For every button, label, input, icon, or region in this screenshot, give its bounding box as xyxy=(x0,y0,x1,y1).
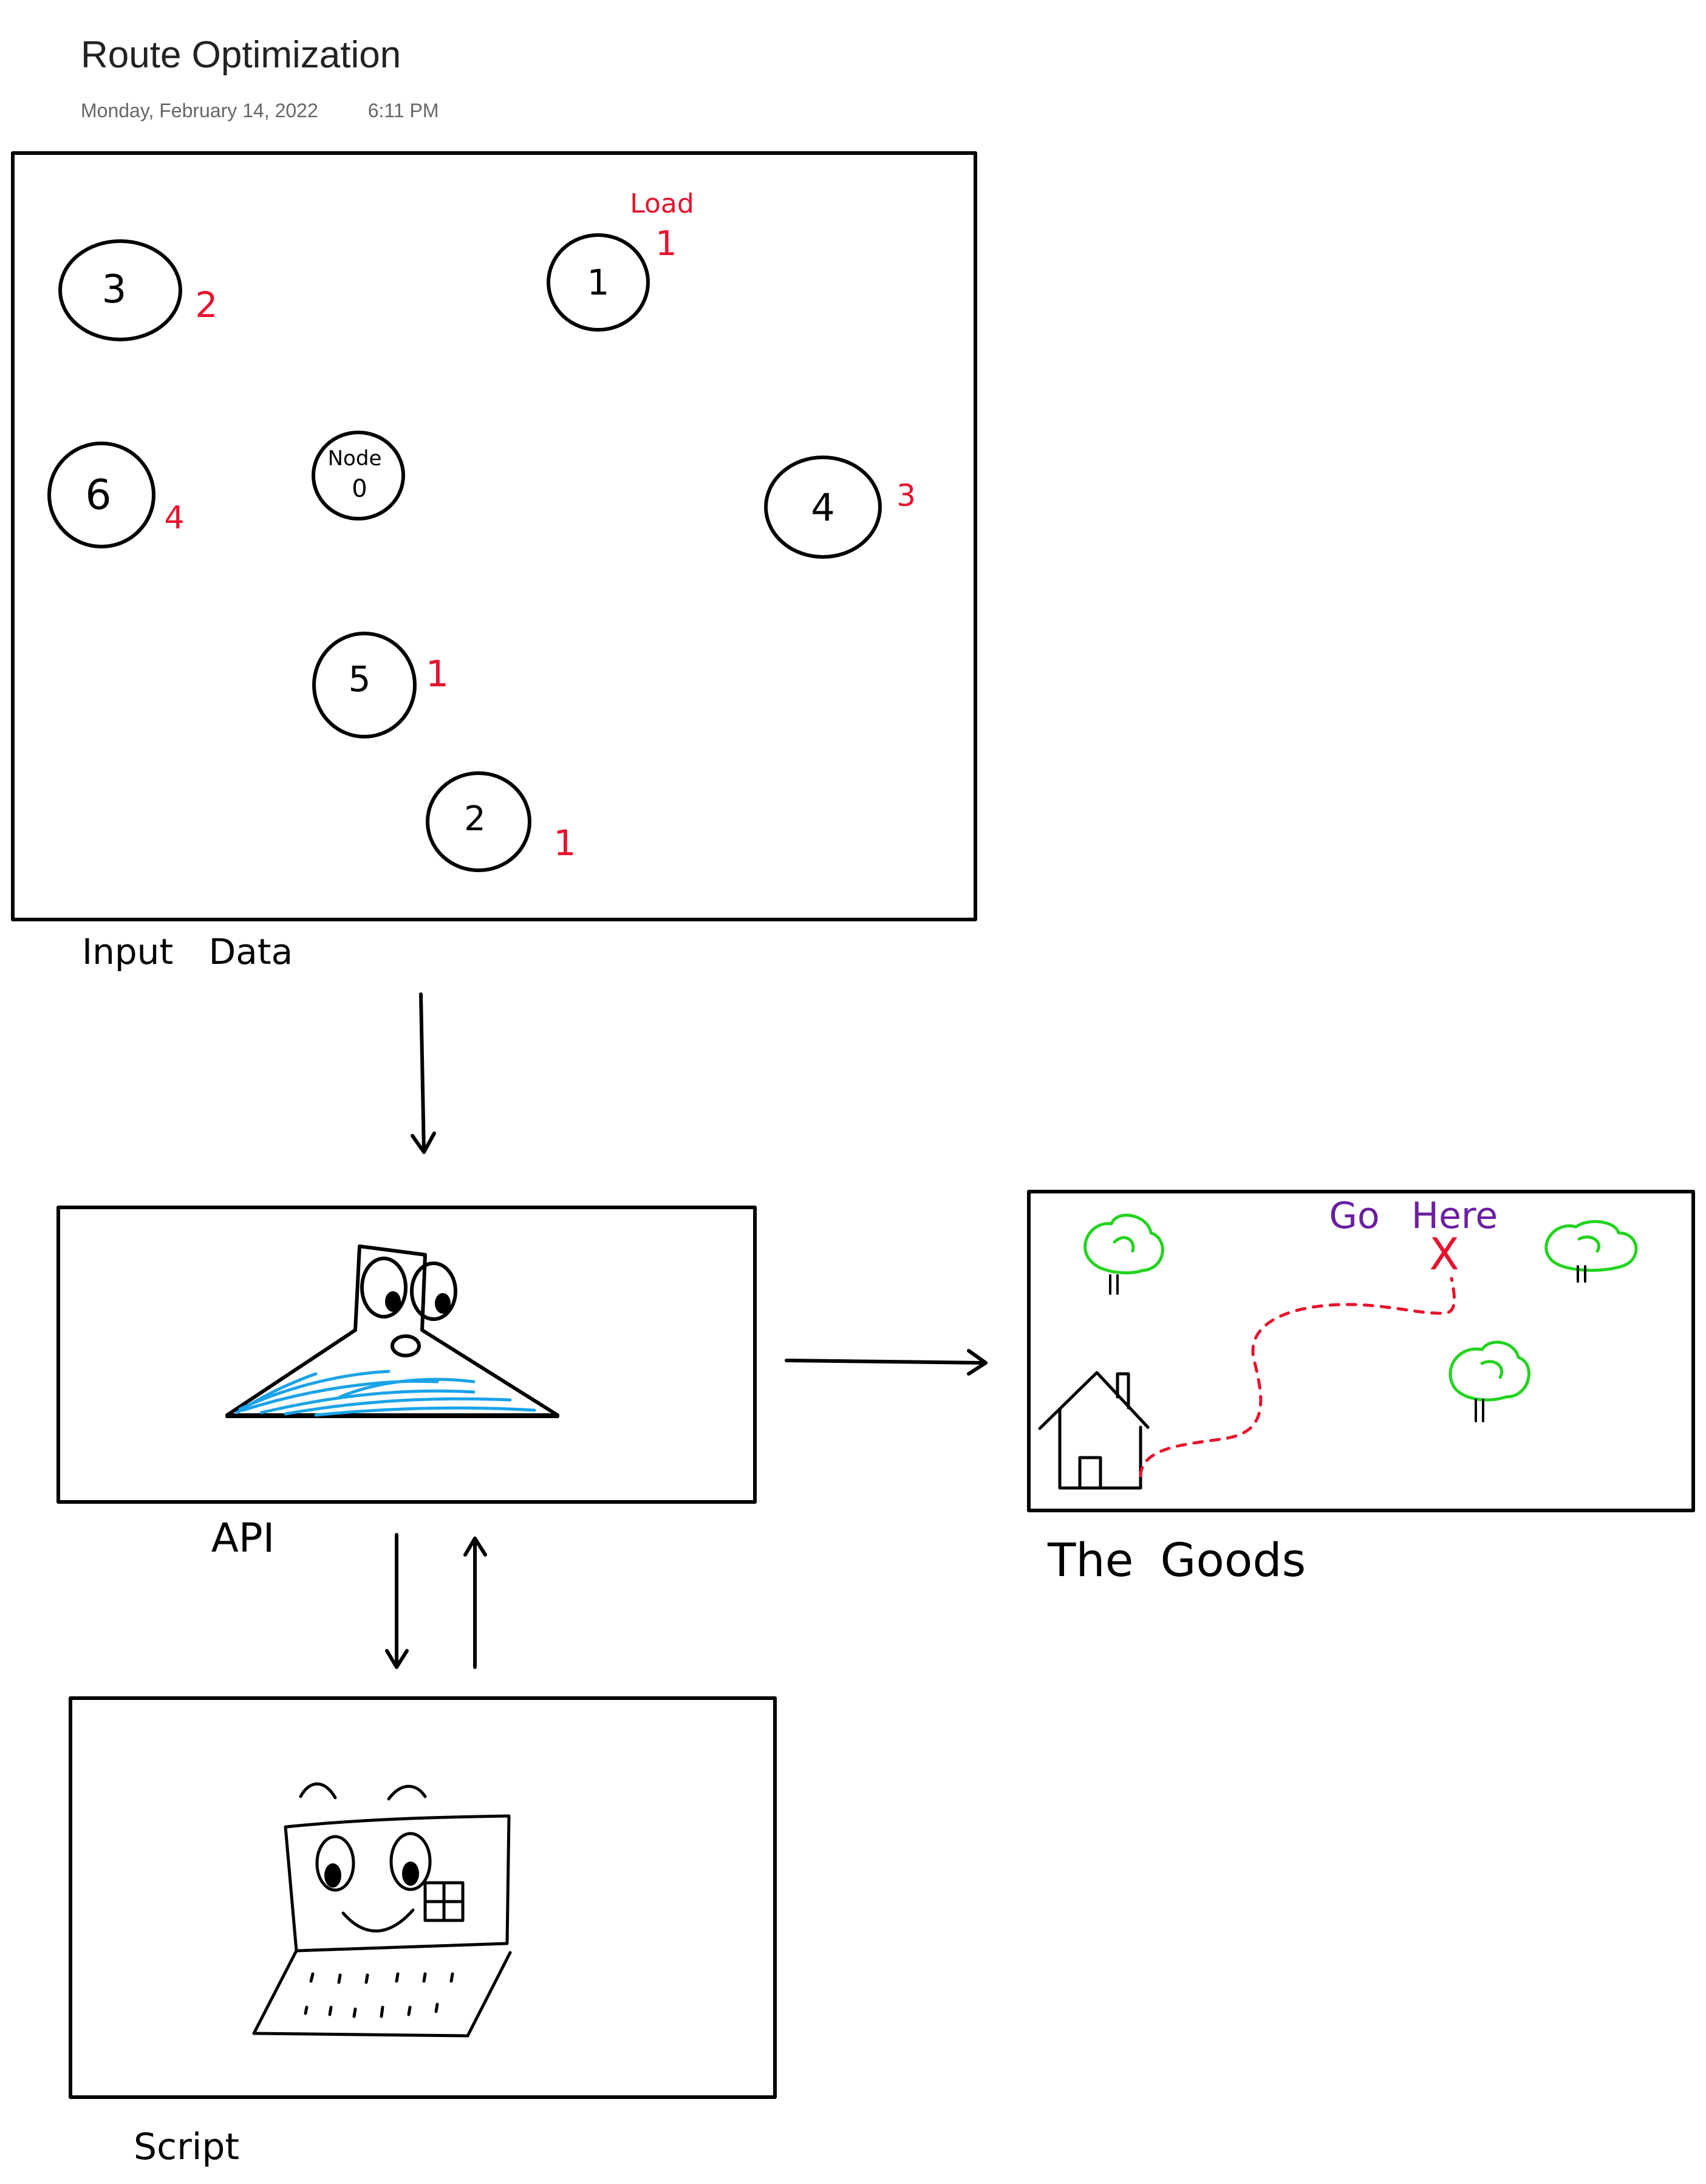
node-load: 1 xyxy=(426,653,449,695)
input-data-caption: Input Data xyxy=(82,931,293,972)
node-load: 4 xyxy=(164,500,184,536)
output-panel: Go Here X The Goods xyxy=(1027,1190,1695,1587)
node-id: 4 xyxy=(811,485,834,530)
arrow-api-to-output xyxy=(785,1349,988,1376)
tree-icon xyxy=(1083,1213,1164,1275)
node-id: 5 xyxy=(349,658,371,700)
node-id: 2 xyxy=(464,799,486,839)
customer-node: 2 1 xyxy=(426,771,576,872)
api-caption: API xyxy=(211,1515,275,1561)
customer-node: 1 1 xyxy=(547,224,677,332)
node-load: 1 xyxy=(655,224,677,264)
output-caption: The Goods xyxy=(1047,1533,1306,1587)
flask-character-icon xyxy=(225,1244,559,1418)
tree-trunk xyxy=(1475,1399,1484,1422)
api-panel: API xyxy=(56,1206,757,1561)
node-id: 3 xyxy=(102,267,127,312)
page-time: 6:11 PM xyxy=(367,100,439,121)
arrow-input-to-api xyxy=(411,992,436,1154)
dashed-route-path xyxy=(1139,1277,1456,1478)
page-title: Route Optimization xyxy=(81,34,401,76)
destination-label-here: Here xyxy=(1411,1195,1498,1237)
load-heading: Load xyxy=(630,188,694,219)
page-timestamp: Monday, February 14, 2022 6:11 PM xyxy=(81,100,439,122)
destination-x-mark: X xyxy=(1429,1229,1459,1280)
depot-number: 0 xyxy=(352,475,367,503)
input-data-panel: Node 0 Load 1 1 2 1 3 2 4 3 5 1 xyxy=(11,151,977,972)
script-panel: Script xyxy=(69,1696,777,2168)
tree-icon xyxy=(1448,1340,1530,1402)
page-header: Route Optimization Monday, February 14, … xyxy=(81,36,439,122)
output-frame xyxy=(1027,1190,1695,1512)
house-icon xyxy=(1038,1371,1150,1490)
tree-trunk xyxy=(1577,1265,1586,1283)
customer-node: 6 4 xyxy=(47,442,185,548)
page-date: Monday, February 14, 2022 xyxy=(81,100,318,121)
arrow-script-to-api xyxy=(463,1537,487,1669)
node-load: 2 xyxy=(196,284,218,326)
api-frame xyxy=(56,1206,757,1504)
script-frame xyxy=(69,1696,777,2099)
arrow-api-to-script xyxy=(385,1533,409,1669)
customer-node: 5 1 xyxy=(312,632,449,739)
customer-node: 4 3 xyxy=(764,456,916,559)
node-id: 1 xyxy=(587,262,610,303)
input-data-frame xyxy=(11,151,977,921)
depot-node: Node 0 xyxy=(312,431,405,520)
script-caption: Script xyxy=(134,2126,239,2168)
laptop-character-icon xyxy=(252,1782,512,2038)
node-id: 6 xyxy=(85,471,111,519)
tree-icon xyxy=(1544,1220,1638,1272)
node-load: 3 xyxy=(896,478,916,513)
tree-trunk xyxy=(1109,1274,1119,1295)
node-load: 1 xyxy=(554,822,576,864)
customer-node: 3 2 xyxy=(58,239,218,341)
destination-label-go: Go xyxy=(1329,1195,1379,1237)
depot-label: Node xyxy=(328,446,382,471)
